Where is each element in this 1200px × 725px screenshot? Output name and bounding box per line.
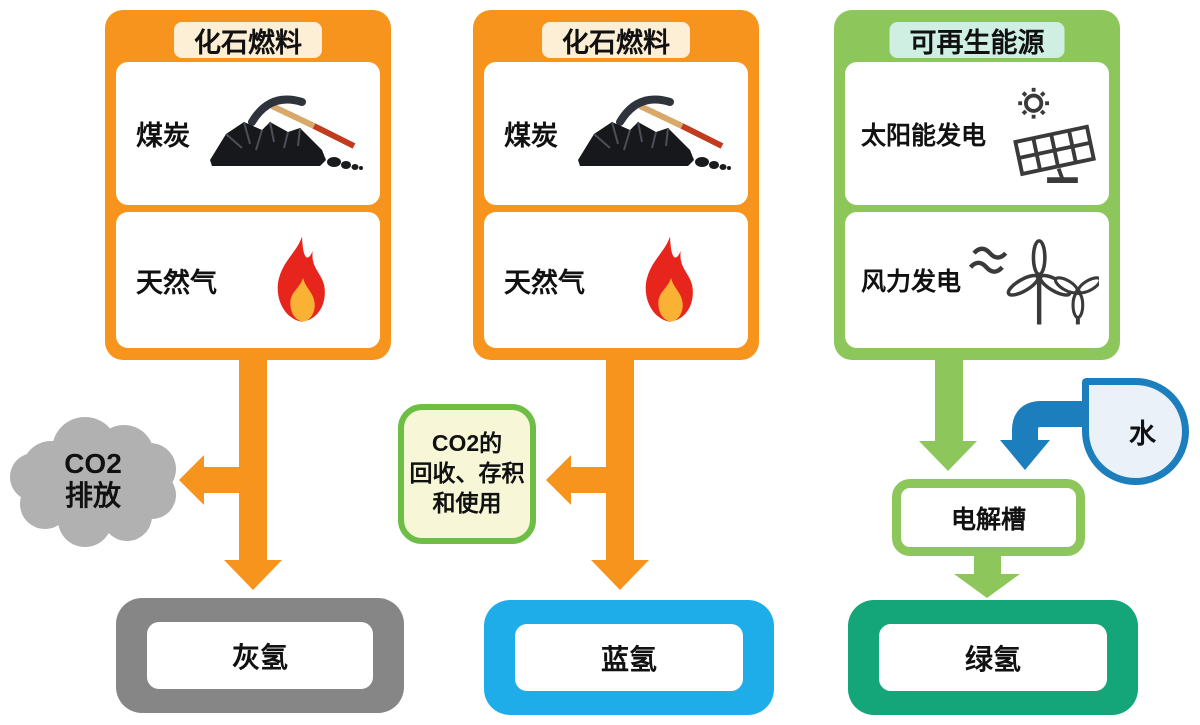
cloud-line1: CO2	[64, 447, 122, 479]
electrolyzer-arrow-stem	[974, 554, 1001, 575]
natural-gas-row: 天然气	[116, 212, 380, 348]
column-header: 化石燃料	[174, 22, 322, 58]
blue-hydrogen-box: 蓝氢	[484, 600, 774, 715]
green-hydrogen-box: 绿氢	[848, 600, 1138, 715]
column-header: 化石燃料	[542, 22, 690, 58]
blue-hydrogen-label: 蓝氢	[515, 624, 743, 691]
column-header: 可再生能源	[889, 22, 1065, 58]
electrolyzer-label: 电解槽	[950, 505, 1026, 534]
electrolyzer-arrow-head	[954, 574, 1020, 598]
capture-line1: CO2的	[431, 430, 503, 457]
coal-label: 煤炭	[504, 121, 558, 151]
green-arrow-stem	[935, 357, 963, 441]
wind-label: 风力发电	[861, 268, 962, 296]
natural-gas-label: 天然气	[504, 267, 585, 298]
co2-emission-label: CO2 排放	[8, 415, 178, 545]
coal-label: 煤炭	[136, 121, 190, 151]
flame-icon	[638, 234, 702, 326]
cloud-core	[30, 441, 156, 517]
solar-row: 太阳能发电	[845, 62, 1109, 205]
water-elbow-arrow	[1000, 401, 1097, 470]
coal-row: 煤炭	[484, 62, 748, 205]
coal-row: 煤炭	[116, 62, 380, 205]
natural-gas-row: 天然气	[484, 212, 748, 348]
water-label: 水	[1129, 419, 1156, 449]
down-arrow-stem-1	[239, 357, 267, 560]
gray-hydrogen-label: 灰氢	[147, 622, 373, 689]
cloud-line2: 排放	[64, 480, 121, 511]
capture-line3: 和使用	[432, 489, 502, 516]
branch-arrow-head-1	[179, 455, 204, 505]
branch-arrow-bar-1	[203, 467, 240, 493]
fossil-column-2: 化石燃料 煤炭 天然气	[473, 10, 759, 360]
co2-capture-box: CO2的 回收、存积 和使用	[398, 404, 536, 544]
down-arrow-head-2	[591, 560, 649, 590]
co2-emission-cloud: CO2 排放	[8, 415, 178, 547]
flame-icon	[270, 234, 334, 326]
branch-arrow-head-2	[546, 455, 571, 505]
down-arrow-head-1	[224, 560, 282, 590]
wind-row: 风力发电	[845, 212, 1109, 348]
water-drop: 水	[1082, 378, 1189, 485]
solar-panel-icon	[999, 82, 1099, 186]
green-hydrogen-label: 绿氢	[879, 624, 1107, 691]
fossil-column-1: 化石燃料 煤炭 天然气	[105, 10, 391, 360]
branch-arrow-bar-2	[570, 467, 607, 493]
green-arrow-head	[919, 441, 977, 471]
gray-hydrogen-box: 灰氢	[116, 598, 404, 713]
electrolyzer-box: 电解槽	[892, 479, 1085, 556]
down-arrow-stem-2	[606, 357, 634, 560]
capture-line2: 回收、存积	[409, 460, 525, 487]
renewable-column: 可再生能源 太阳能发电	[834, 10, 1120, 360]
coal-pickaxe-icon	[570, 86, 732, 182]
coal-pickaxe-icon	[202, 86, 364, 182]
solar-label: 太阳能发电	[861, 121, 987, 150]
wind-turbine-icon	[967, 230, 1099, 330]
natural-gas-label: 天然气	[136, 267, 217, 298]
